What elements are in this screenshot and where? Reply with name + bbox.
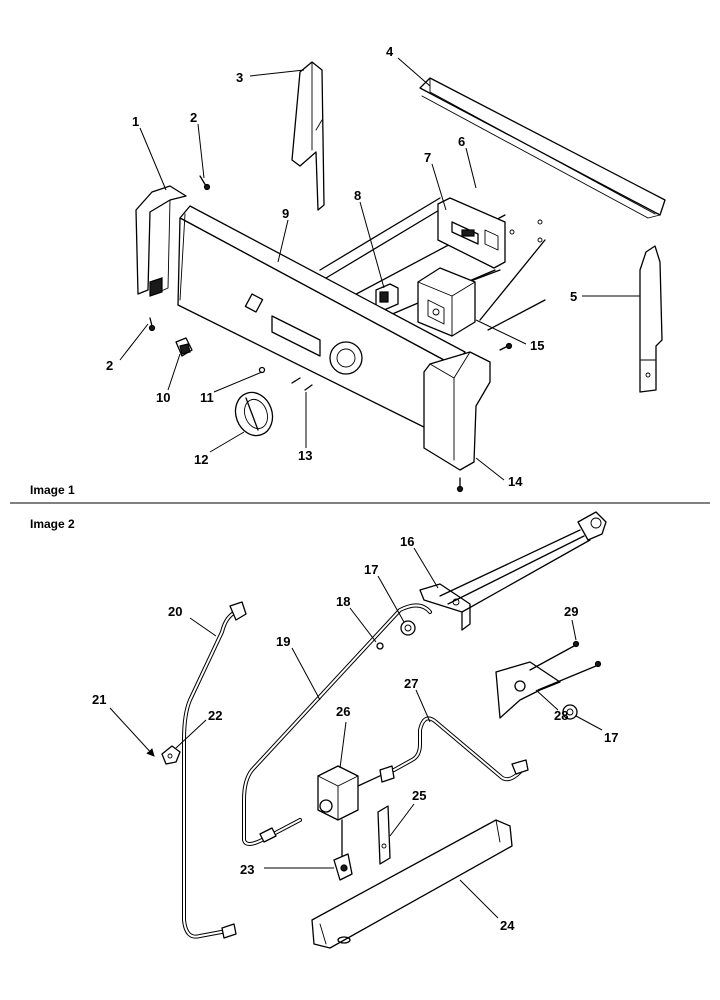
callout-21: 21 [92, 692, 106, 707]
callout-4: 4 [386, 44, 394, 59]
callout-1: 1 [132, 114, 139, 129]
callout-24: 24 [500, 918, 515, 933]
callout-15: 15 [530, 338, 544, 353]
image2-gas-tubing-assembly: 16 17 18 19 20 21 22 23 24 25 26 27 28 2… [92, 511, 618, 949]
part-7-switch-plate [437, 197, 543, 269]
image1-backguard-assembly: 1 2 2 3 4 5 6 7 8 9 10 11 12 13 14 15 [106, 44, 666, 493]
part-24-manifold-bracket [311, 819, 513, 949]
part-23-fitting [333, 853, 353, 881]
part-20-tube [182, 601, 247, 939]
part-3-left-bracket [291, 61, 325, 211]
callout-16: 16 [400, 534, 414, 549]
callout-20: 20 [168, 604, 182, 619]
callout-17: 17 [604, 730, 618, 745]
part-12-knob [234, 391, 274, 437]
callout-11: 11 [200, 390, 214, 405]
part-28-bracket [495, 645, 597, 719]
section-label-image-1: Image 1 [30, 483, 75, 497]
part-5-right-bracket [639, 245, 663, 393]
part-19-tube [242, 603, 432, 846]
part-14-right-endcap [423, 351, 491, 471]
callout-26: 26 [336, 704, 350, 719]
part-27-tube [392, 716, 529, 782]
callout-7: 7 [424, 150, 431, 165]
part-10-rocker-switch [175, 337, 193, 357]
callout-5: 5 [570, 289, 577, 304]
callout-27: 27 [404, 676, 418, 691]
image2-callouts: 16 17 18 19 20 21 22 23 24 25 26 27 28 2… [92, 534, 618, 933]
part-29-screw [572, 640, 602, 668]
callout-8: 8 [354, 188, 361, 203]
callout-14: 14 [508, 474, 523, 489]
callout-17: 17 [364, 562, 378, 577]
part-25-bracket [377, 805, 391, 865]
part-4-top-trim [419, 77, 666, 219]
part-17-nut-lower [562, 704, 578, 720]
image2-leader-lines [109, 547, 603, 919]
part-26-valve [317, 765, 395, 861]
part-18-fitting [376, 642, 384, 650]
callout-10: 10 [156, 390, 170, 405]
callout-6: 6 [458, 134, 465, 149]
part-17-nut-upper [400, 620, 416, 636]
callout-18: 18 [336, 594, 350, 609]
callout-28: 28 [554, 708, 568, 723]
section-label-image-2: Image 2 [30, 517, 75, 531]
part-16-tubes [439, 511, 607, 613]
callout-2: 2 [190, 110, 197, 125]
callout-9: 9 [282, 206, 289, 221]
callout-13: 13 [298, 448, 312, 463]
callout-3: 3 [236, 70, 243, 85]
callout-2: 2 [106, 358, 113, 373]
callout-12: 12 [194, 452, 208, 467]
callout-22: 22 [208, 708, 222, 723]
callout-23: 23 [240, 862, 254, 877]
part-15-control-module [417, 267, 476, 337]
image1-leader-lines [119, 57, 640, 481]
image1-screws [148, 175, 513, 493]
callout-29: 29 [564, 604, 578, 619]
part-22-clip [161, 745, 181, 765]
image1-callouts: 1 2 2 3 4 5 6 7 8 9 10 11 12 13 14 15 [106, 44, 577, 489]
callout-19: 19 [276, 634, 290, 649]
part-1-left-endcap [135, 185, 187, 297]
callout-25: 25 [412, 788, 426, 803]
